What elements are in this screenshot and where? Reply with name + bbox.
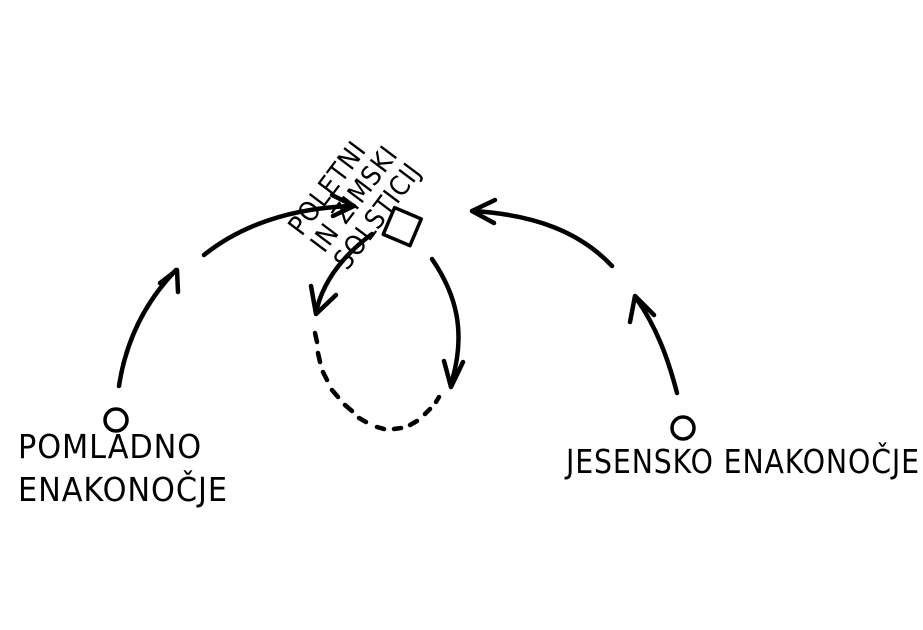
spring-arc-lower bbox=[116, 267, 179, 389]
autumn-arc-lower bbox=[633, 295, 680, 396]
autumn-equinox-label-line-1: JESENSKO ENAKONOČJE bbox=[566, 442, 920, 481]
dot bbox=[391, 425, 404, 432]
spring-equinox-node bbox=[103, 407, 129, 433]
dot bbox=[356, 415, 369, 425]
spring-arrowhead-upper bbox=[329, 192, 357, 219]
spring-equinox-label-line-2: ENAKONOČJE bbox=[18, 470, 228, 509]
dot bbox=[422, 406, 433, 417]
dot bbox=[407, 418, 420, 428]
autumn-arrowhead-lower bbox=[627, 293, 657, 325]
autumn-arrowhead-upper bbox=[469, 197, 498, 226]
autumn-arc-upper bbox=[471, 208, 615, 269]
solstice-node bbox=[381, 205, 424, 248]
dot bbox=[374, 424, 387, 432]
autumn-equinox-node bbox=[670, 415, 696, 441]
inner-loop-left-arrowhead bbox=[308, 283, 339, 317]
inner-loop-dotted bbox=[312, 330, 442, 432]
dot bbox=[312, 330, 320, 345]
spring-equinox-label: POMLADNO ENAKONOČJE bbox=[18, 430, 228, 506]
dot bbox=[342, 402, 355, 414]
inner-loop-right-arrowhead bbox=[441, 358, 466, 390]
spring-arrowhead-lower bbox=[157, 267, 181, 295]
inner-loop-left bbox=[314, 231, 375, 311]
dot bbox=[320, 369, 330, 383]
spring-arc-upper bbox=[201, 203, 355, 258]
inner-loop-right bbox=[429, 256, 461, 387]
spring-equinox-label-line-1: POMLADNO bbox=[18, 427, 203, 466]
dot bbox=[433, 394, 442, 405]
autumn-equinox-label: JESENSKO ENAKONOČJE bbox=[566, 445, 920, 478]
dot bbox=[315, 350, 323, 365]
dot bbox=[329, 387, 341, 400]
